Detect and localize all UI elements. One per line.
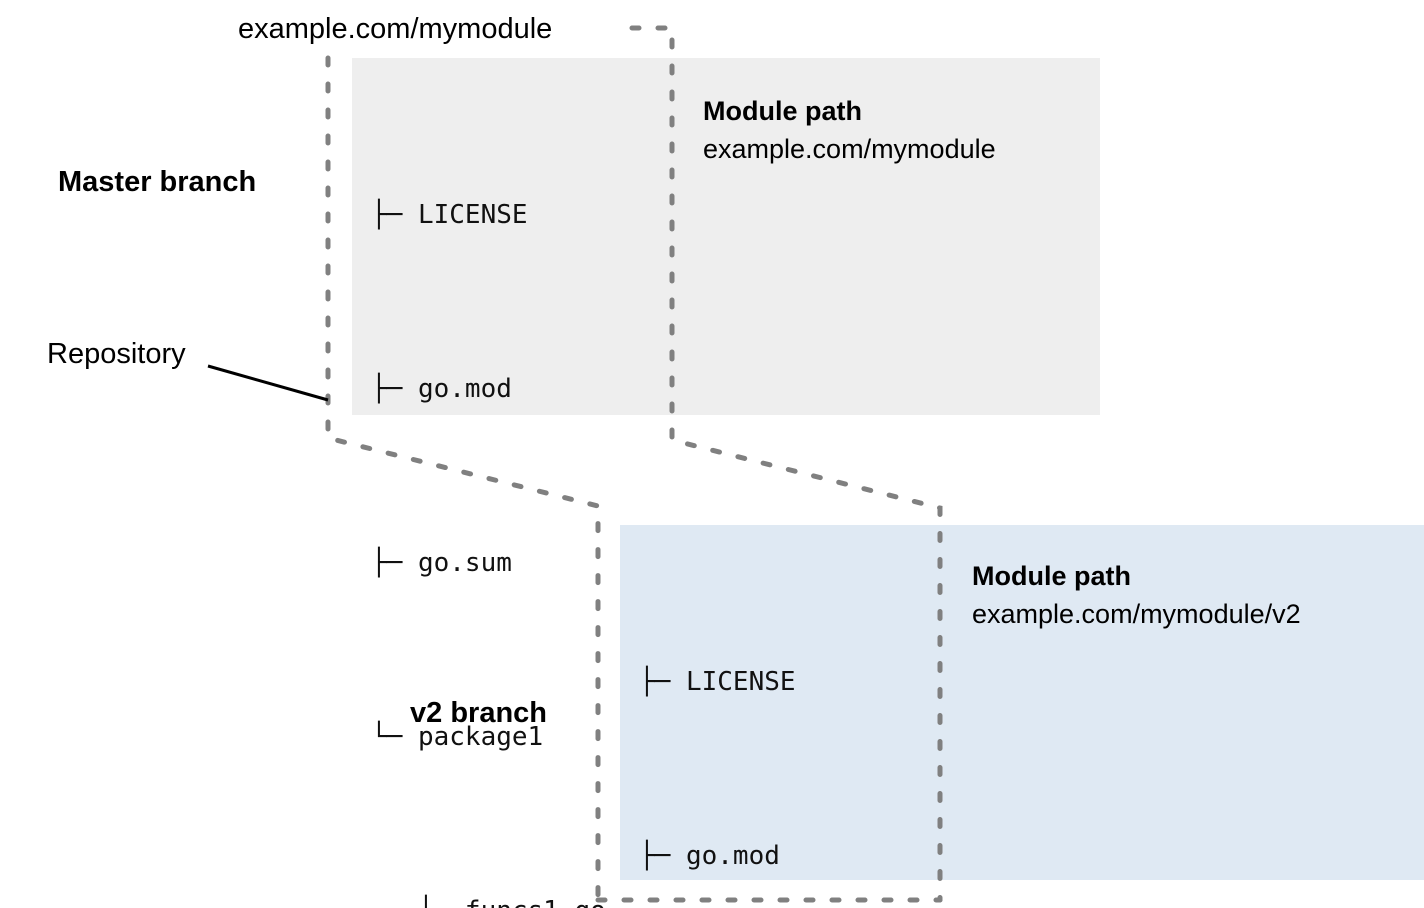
repository-path-title: example.com/mymodule bbox=[238, 13, 553, 45]
callout-module-path: example.com/mymodule/v2 bbox=[972, 599, 1301, 630]
tree-row: ├─ LICENSE bbox=[639, 667, 796, 697]
tree-row: ├─ go.mod bbox=[639, 841, 780, 871]
tree-row: ├─ go.sum bbox=[371, 548, 512, 578]
tree-row: └─ package1 bbox=[371, 722, 544, 752]
callout-module-path: example.com/mymodule bbox=[703, 134, 996, 165]
v2-branch-label: v2 branch bbox=[410, 697, 547, 729]
master-branch-label: Master branch bbox=[58, 166, 257, 198]
tree-row: ├─ funcs1.go bbox=[371, 882, 606, 908]
master-branch-file-tree: ├─ LICENSE ├─ go.mod ├─ go.sum └─ packag… bbox=[371, 70, 606, 908]
callout-title: Module path bbox=[972, 561, 1131, 591]
tree-row: ├─ LICENSE bbox=[371, 200, 528, 230]
repository-leader-line bbox=[207, 364, 329, 402]
repository-label: Repository bbox=[47, 338, 186, 370]
v2-branch-file-tree: ├─ LICENSE ├─ go.mod ├─ go.sum └─ packag… bbox=[639, 537, 874, 908]
callout-title: Module path bbox=[703, 96, 862, 126]
master-module-path-callout: Module path example.com/mymodule bbox=[703, 92, 996, 169]
tree-row: ├─ go.mod bbox=[371, 374, 512, 404]
v2-module-path-callout: Module path example.com/mymodule/v2 bbox=[972, 557, 1301, 634]
